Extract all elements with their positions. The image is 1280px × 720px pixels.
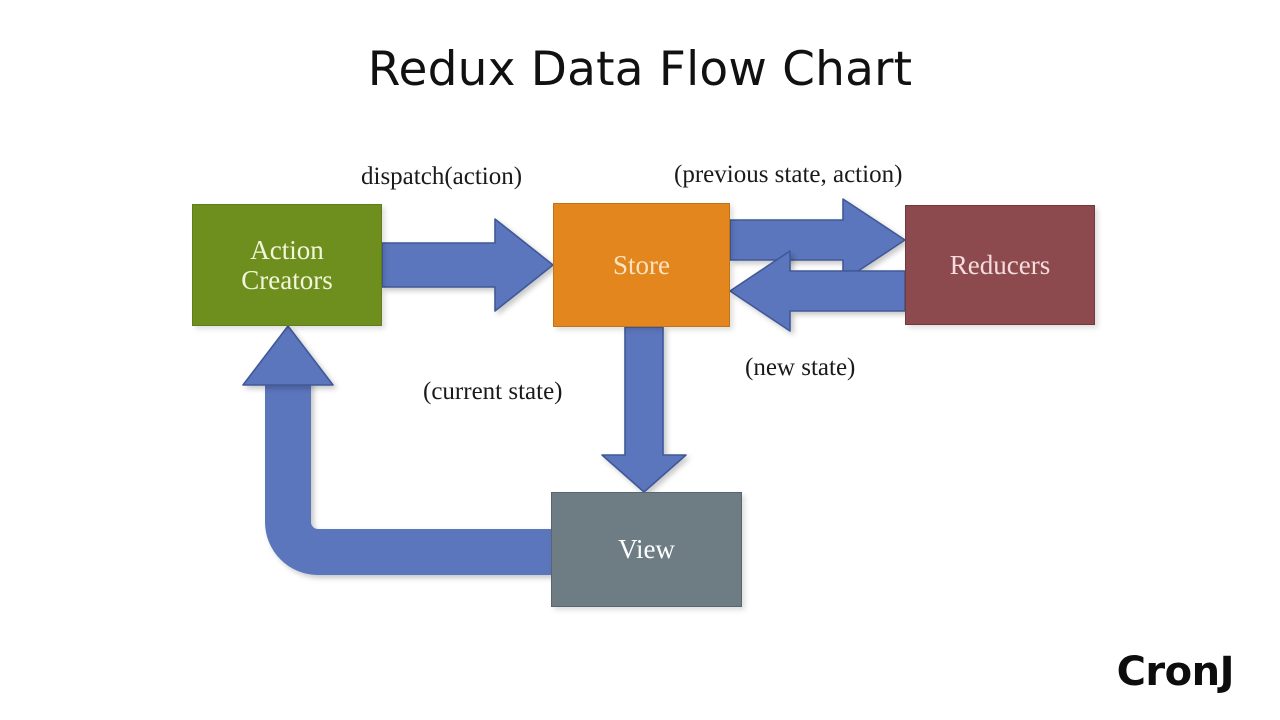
node-action-creators-label-line1: Action [250, 234, 324, 265]
edge-label-new-state: (new state) [745, 354, 856, 381]
arrow-view-feedback-head [242, 325, 334, 386]
node-action-creators[interactable]: Action Creators [192, 204, 382, 326]
node-action-creators-label-line2: Creators [241, 265, 333, 295]
arrow-previous-state [729, 198, 906, 282]
node-store[interactable]: Store [553, 203, 730, 327]
node-action-creators-label: Action Creators [193, 235, 381, 295]
page-title: Redux Data Flow Chart [367, 42, 913, 97]
arrow-dispatch [381, 218, 554, 312]
arrow-new-state [729, 250, 906, 332]
node-reducers-label: Reducers [949, 249, 1051, 280]
node-view-label: View [618, 534, 675, 565]
arrow-view-feedback-body [265, 372, 551, 575]
arrow-current-state [601, 326, 687, 493]
node-view[interactable]: View [551, 492, 742, 607]
edge-label-dispatch: dispatch(action) [361, 163, 523, 190]
node-reducers[interactable]: Reducers [905, 205, 1095, 325]
brand-logo: CronJ [1116, 649, 1235, 695]
edge-label-current-state: (current state) [423, 378, 563, 405]
node-store-label: Store [613, 249, 670, 280]
edge-label-previous-state: (previous state, action) [674, 161, 903, 188]
